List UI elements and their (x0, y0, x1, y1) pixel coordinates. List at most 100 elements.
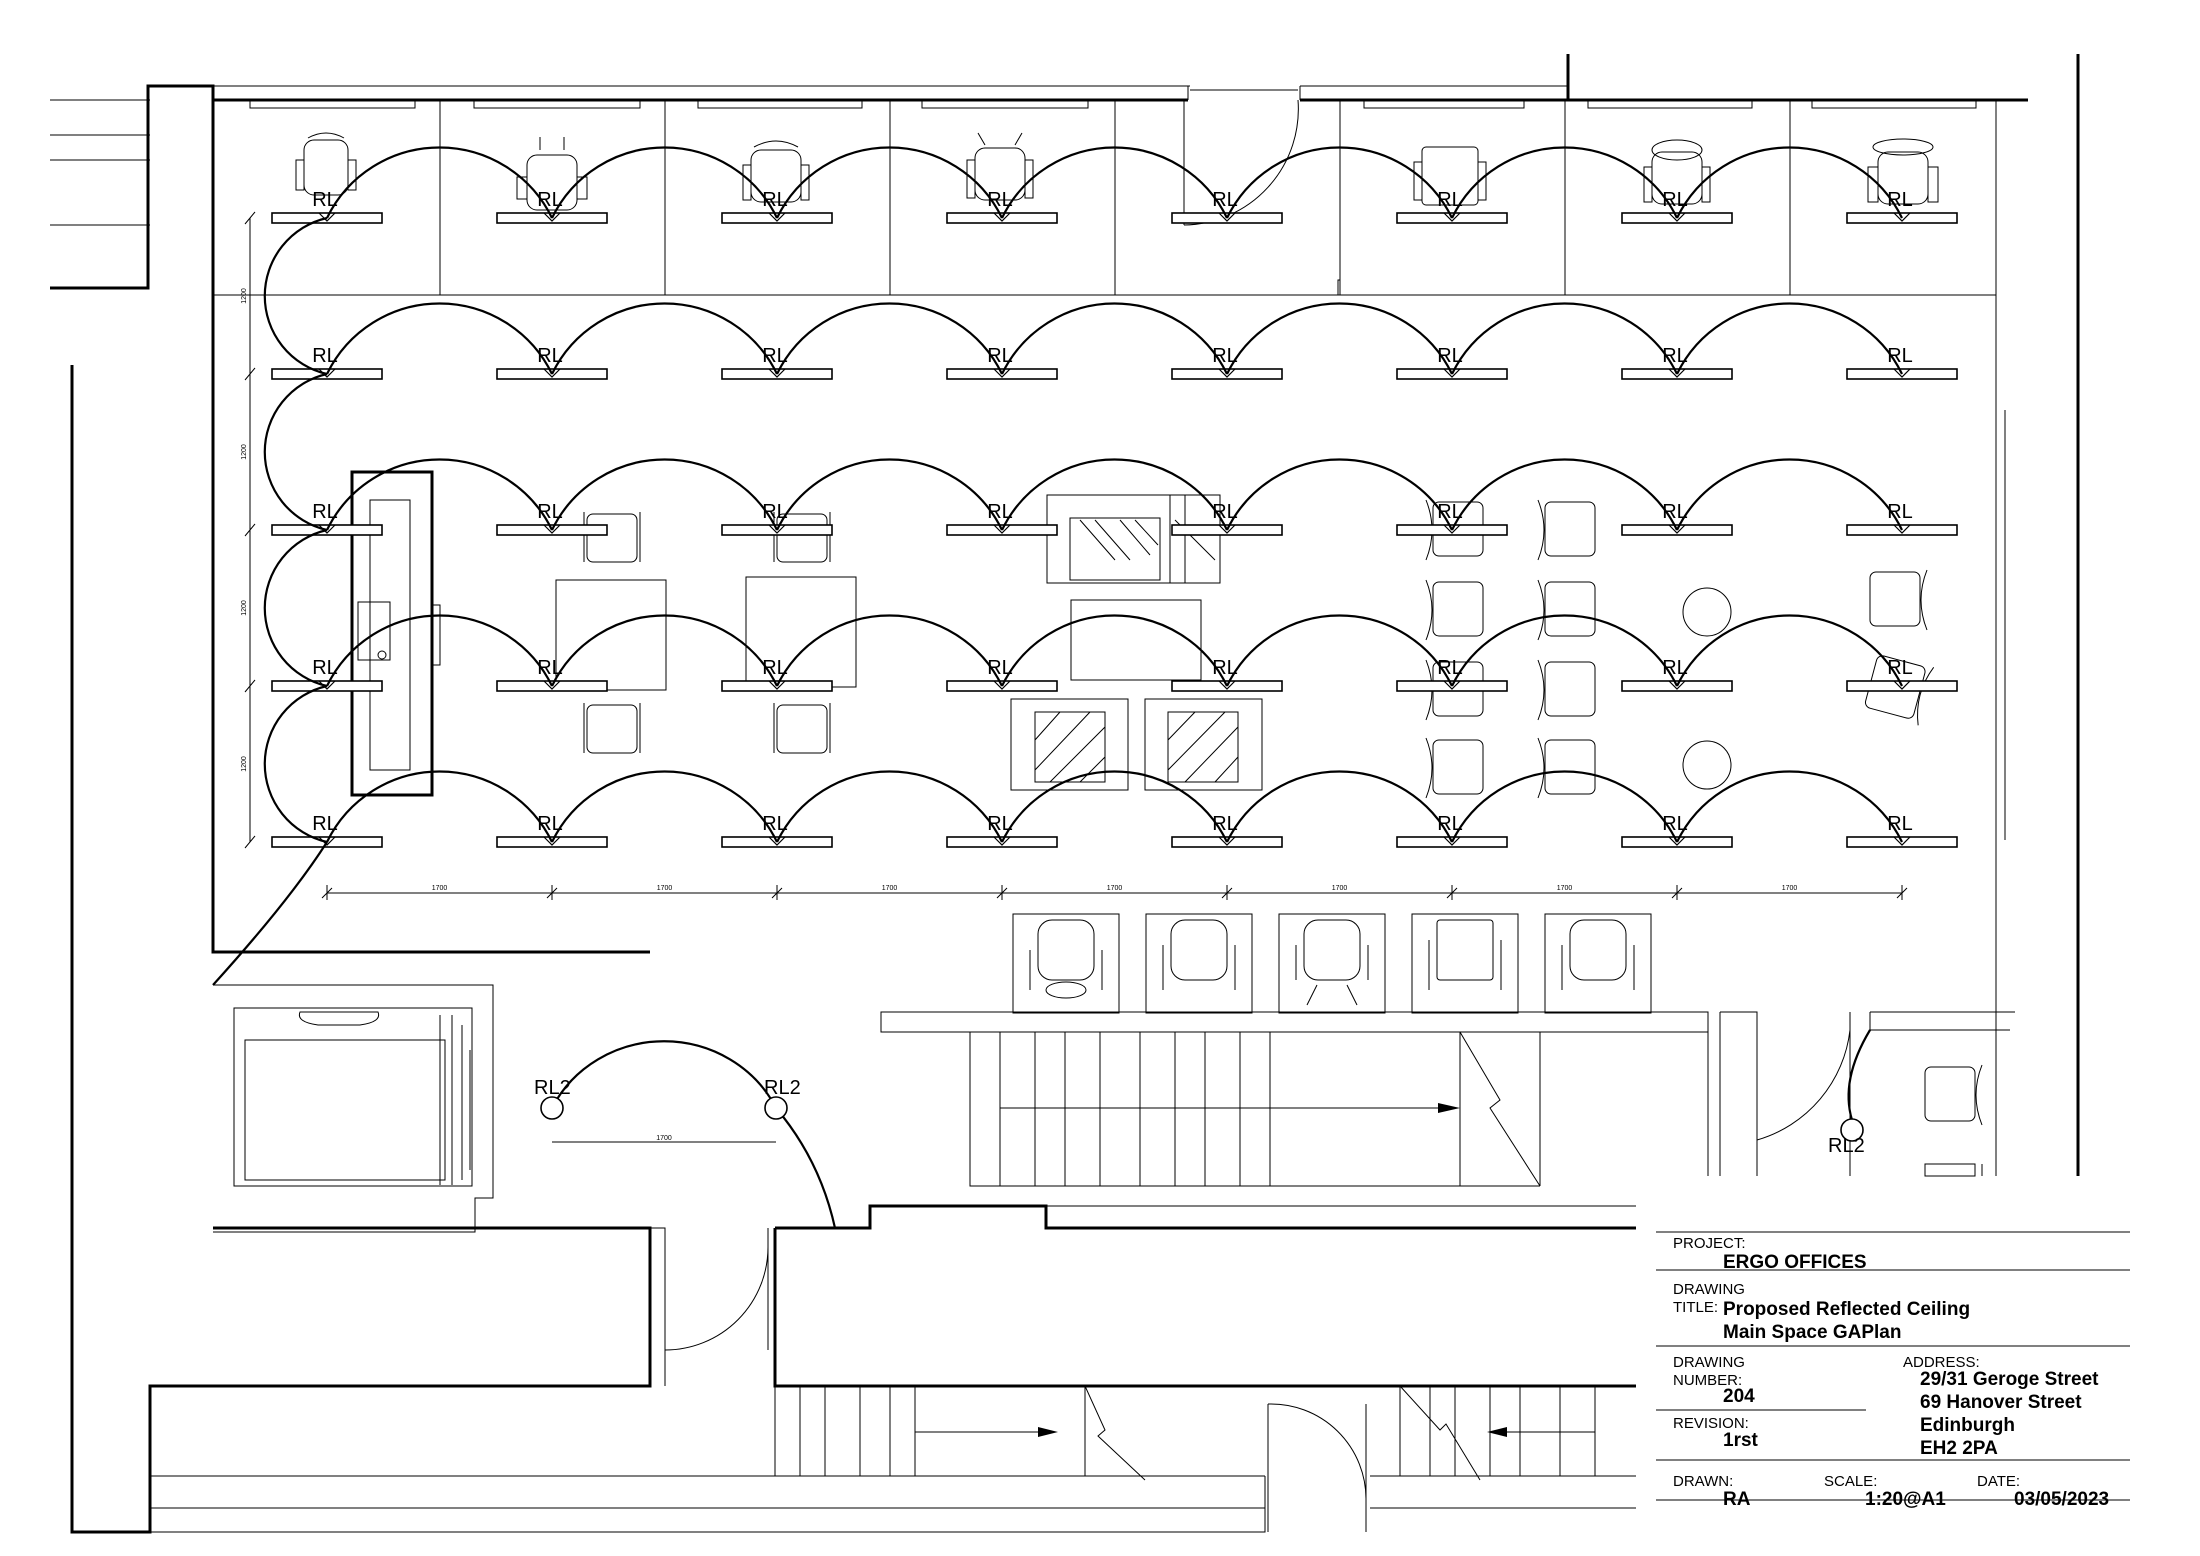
light-label: RL (762, 189, 788, 211)
secondary-light: RL2 (534, 1077, 571, 1120)
light-label: RL2 (534, 1077, 571, 1099)
dimension-label: 1200 (241, 756, 248, 772)
meeting-chair (583, 512, 641, 563)
light-label: RL (1212, 501, 1238, 523)
dimension-label: 1200 (241, 288, 248, 304)
circuit-arc (551, 1040, 777, 1109)
dimension-label: 1700 (657, 885, 673, 892)
light-label: RL (1887, 345, 1913, 367)
scale-value: 1:20@A1 (1865, 1489, 1946, 1510)
lift (213, 984, 494, 1233)
walls (50, 54, 2080, 1534)
light-label: RL (1212, 813, 1238, 835)
light-label: RL (762, 501, 788, 523)
light-label: RL (987, 189, 1013, 211)
circuit-arc (775, 1107, 837, 1229)
dimension-label: 1700 (1782, 885, 1798, 892)
circuit-arc (1451, 614, 1678, 687)
dimension-lines: 1700 1700 1700 1700 1700 1700 1700 1200 1200 1200… (241, 211, 1908, 1143)
light-label: RL (1662, 345, 1688, 367)
dimension-label: 1700 (882, 885, 898, 892)
dimension-tick (321, 885, 333, 900)
dimension-label: 1700 (656, 1135, 672, 1142)
light-label: RL (312, 813, 338, 835)
circuit-arc (1226, 458, 1453, 531)
circuit-arc (1001, 770, 1228, 843)
circuit-arc (1676, 614, 1903, 687)
light-label: RL (312, 345, 338, 367)
light-label: RL (312, 189, 338, 211)
circuit-arc (1847, 1029, 1871, 1121)
light-label: RL (1437, 501, 1463, 523)
dimension-tick (996, 885, 1008, 900)
light-label: RL (987, 813, 1013, 835)
revision-label: REVISION: (1673, 1415, 1749, 1432)
dimension-label: 1700 (1332, 885, 1348, 892)
secondary-light: RL2 (1828, 1118, 1865, 1157)
dimension-tick (546, 885, 558, 900)
light-label: RL (762, 813, 788, 835)
meeting-tables (555, 494, 1732, 791)
number-label-1: DRAWING (1673, 1354, 1745, 1371)
dimension-label: 1700 (1557, 885, 1573, 892)
circuit-arc (263, 216, 328, 376)
drawn-label: DRAWN: (1673, 1473, 1733, 1490)
circuit-arc (263, 372, 328, 532)
lighting-circuit-arcs (212, 146, 1903, 1229)
light-label: RL2 (764, 1077, 801, 1099)
circuit-arc (776, 770, 1003, 843)
circuit-arc (1676, 458, 1903, 531)
circuit-arc (1001, 146, 1228, 219)
chairs (295, 132, 1983, 1177)
drawing-number: 204 (1723, 1386, 1755, 1407)
cubicle-chair (295, 132, 357, 196)
circuit-arc (1226, 302, 1453, 375)
circuit-arc (1226, 770, 1453, 843)
circuit-arc (1001, 614, 1228, 687)
light-label: RL (1887, 501, 1913, 523)
light-label: RL (1662, 657, 1688, 679)
address-line-2: 69 Hanover Street (1920, 1392, 2082, 1413)
dimension-label: 1700 (432, 885, 448, 892)
meeting-chair (773, 512, 831, 563)
drawing-label-1: DRAWING (1673, 1281, 1745, 1298)
reception-desk (350, 470, 441, 797)
circuit-arc (1676, 770, 1903, 843)
staircase (880, 1011, 2015, 1187)
secondary-light: RL2 (764, 1077, 801, 1120)
light-label: RL (537, 345, 563, 367)
dimension-label: 1700 (1107, 885, 1123, 892)
date-value: 03/05/2023 (2014, 1489, 2109, 1510)
scale-label: SCALE: (1824, 1473, 1877, 1490)
circuit-arc (263, 528, 328, 688)
circuit-arc (1451, 458, 1678, 531)
light-label: RL (987, 657, 1013, 679)
circuit-arc (551, 146, 778, 219)
light-label: RL (987, 501, 1013, 523)
dimension-tick (1896, 885, 1908, 900)
light-label: RL (1662, 813, 1688, 835)
circuit-arc (326, 458, 553, 531)
light-label: RL (1437, 657, 1463, 679)
circuit-arc (212, 841, 328, 986)
circuit-arc (551, 770, 778, 843)
light-label: RL (1437, 813, 1463, 835)
light-label: RL (312, 501, 338, 523)
lounge-chair-row (1012, 913, 1652, 1014)
partitions (213, 100, 1996, 296)
circuit-arc (1001, 458, 1228, 531)
circuit-arc (1226, 614, 1453, 687)
title-line-1: Proposed Reflected Ceiling (1723, 1299, 1970, 1320)
light-label: RL (537, 189, 563, 211)
dimension-label: 1200 (241, 444, 248, 460)
project-value: ERGO OFFICES (1723, 1252, 1867, 1273)
dimension-tick (1446, 885, 1458, 900)
circuit-arc (1451, 146, 1678, 219)
circuit-arc (326, 614, 553, 687)
circuit-arc (326, 146, 553, 219)
light-label: RL (312, 657, 338, 679)
light-label: RL (762, 657, 788, 679)
title-block: PROJECT: ERGO OFFICES DRAWING TITLE: Pro… (1640, 1180, 2200, 1556)
dimension-tick (1671, 885, 1683, 900)
